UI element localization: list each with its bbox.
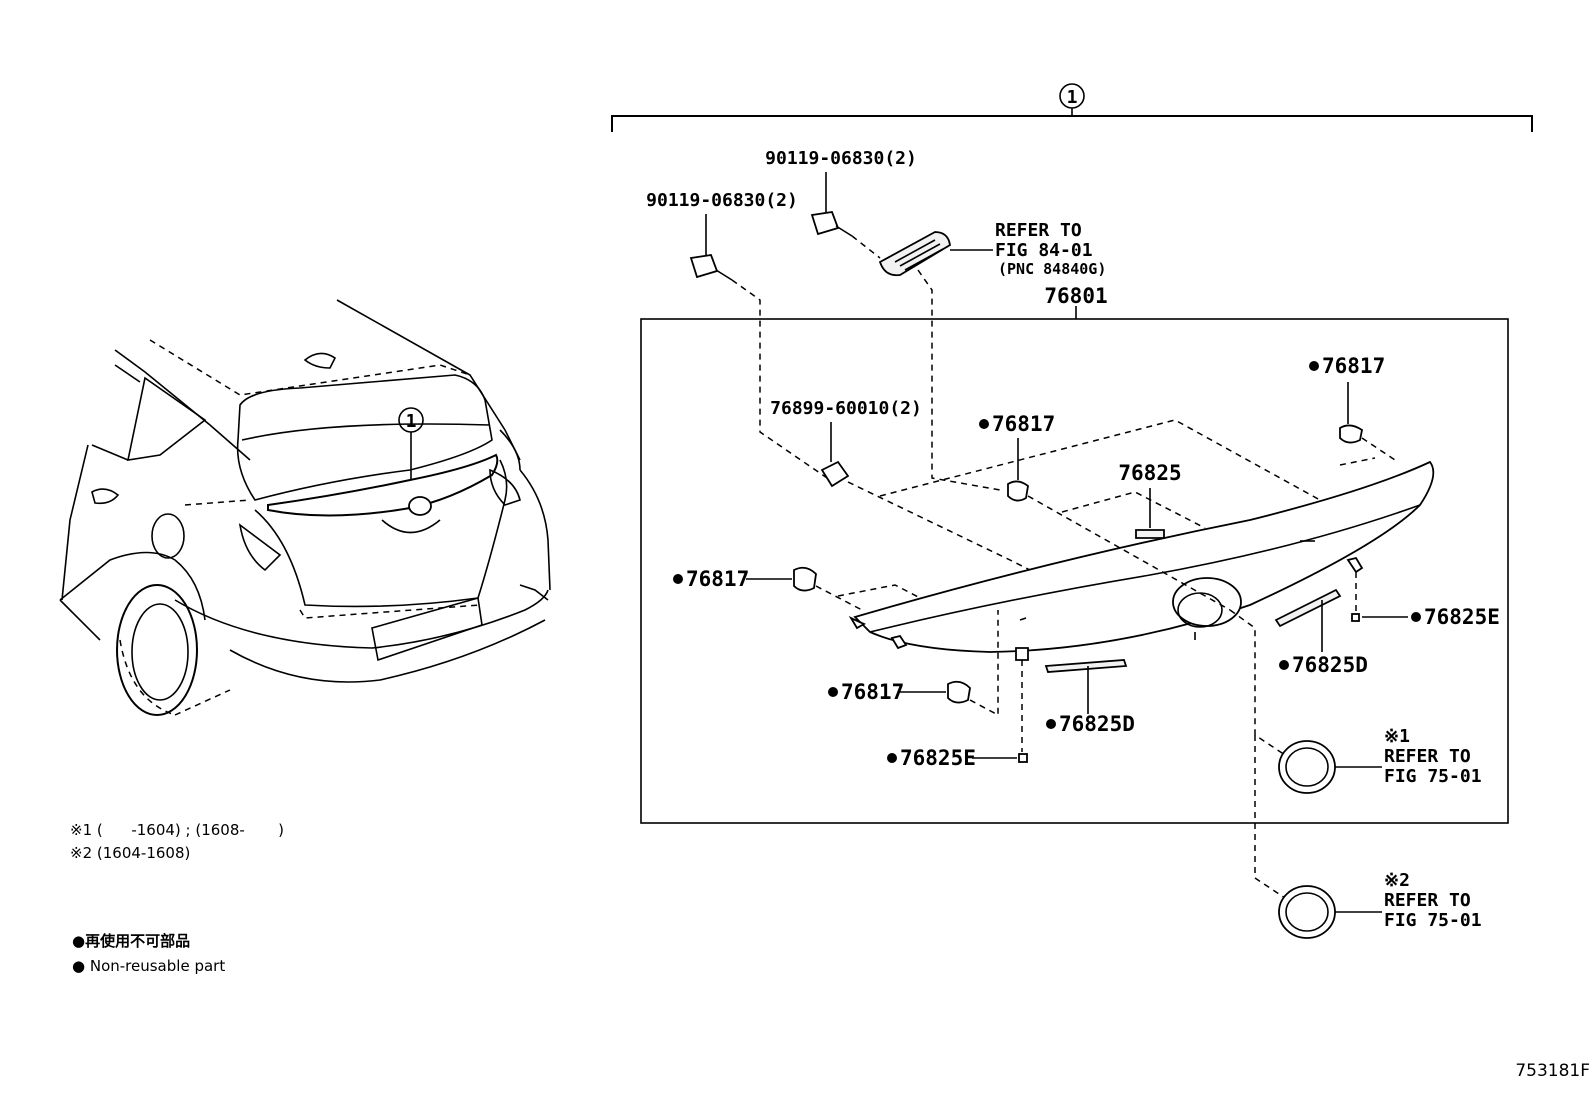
bolt-left-number: 90119-06830(2)	[646, 190, 798, 211]
clip-nut: 76899-60010(2)	[770, 398, 1031, 571]
legend-japanese: ●再使用不可部品	[72, 932, 190, 950]
seal-d-center-number: 76825D	[1059, 712, 1135, 736]
clip-right-top-number: 76817	[1322, 354, 1385, 378]
back-door-garnish	[837, 419, 1435, 653]
emblem1-line1: REFER TO	[1384, 746, 1471, 767]
vehicle-rear-view: 1	[59, 299, 551, 716]
seal-e-bottom-number: 76825E	[900, 746, 976, 770]
clip-left-number: 76817	[686, 567, 749, 591]
clip-lower: 76817	[828, 610, 999, 717]
lamp-ref-line2: FIG 84-01	[995, 240, 1093, 261]
bolt-left: 90119-06830(2)	[646, 190, 798, 281]
seal-e-right: 76825E	[1351, 572, 1500, 629]
assembly-callout-number: 1	[1067, 87, 1078, 108]
seal-e-right-number: 76825E	[1424, 605, 1500, 629]
bolt-upper: 90119-06830(2)	[765, 148, 917, 237]
emblem1-mark: ※1	[1384, 726, 1410, 747]
lamp-ref-line3: (PNC 84840G)	[998, 260, 1106, 278]
clip-center-number: 76817	[992, 412, 1055, 436]
car-callout-number: 1	[406, 411, 417, 432]
emblem-2-reference: ※2 REFER TO FIG 75-01	[1278, 870, 1482, 939]
license-lamp-reference: REFER TO FIG 84-01 (PNC 84840G)	[878, 220, 1106, 278]
emblem-1-reference: ※1 REFER TO FIG 75-01	[1278, 726, 1482, 794]
pad-center: 76825	[1118, 461, 1182, 539]
garnish-assembly-box	[640, 318, 1509, 824]
figure-id: 753181F	[1515, 1061, 1590, 1081]
bolt-upper-number: 90119-06830(2)	[765, 148, 917, 169]
legend-english: ● Non-reusable part	[72, 957, 225, 975]
note-2: ※2 (1604-1608)	[70, 844, 190, 862]
clip-right-top: 76817	[1309, 354, 1396, 461]
seal-d-right-number: 76825D	[1292, 653, 1368, 677]
pad-center-number: 76825	[1118, 461, 1181, 485]
seal-e-bottom: 76825E	[887, 647, 1029, 770]
note-1: ※1 ( -1604) ; (1608- )	[70, 821, 284, 839]
emblem2-line2: FIG 75-01	[1384, 910, 1482, 931]
emblem2-line1: REFER TO	[1384, 890, 1471, 911]
legend: ●再使用不可部品 ● Non-reusable part	[72, 932, 225, 975]
clip-nut-number: 76899-60010(2)	[770, 398, 922, 419]
seal-d-center: 76825D	[1044, 659, 1135, 736]
clip-left: 76817	[673, 566, 863, 611]
emblem1-line2: FIG 75-01	[1384, 766, 1482, 787]
assembly-bracket: 1	[611, 83, 1533, 132]
emblem2-mark: ※2	[1384, 870, 1410, 891]
seal-d-right: 76825D	[1274, 588, 1368, 677]
clip-center: 76817	[979, 412, 1231, 611]
lamp-ref-line1: REFER TO	[995, 220, 1082, 241]
applicability-notes: ※1 ( -1604) ; (1608- ) ※2 (1604-1608)	[70, 821, 284, 862]
garnish-part-number: 76801	[1044, 284, 1107, 308]
clip-lower-number: 76817	[841, 680, 904, 704]
